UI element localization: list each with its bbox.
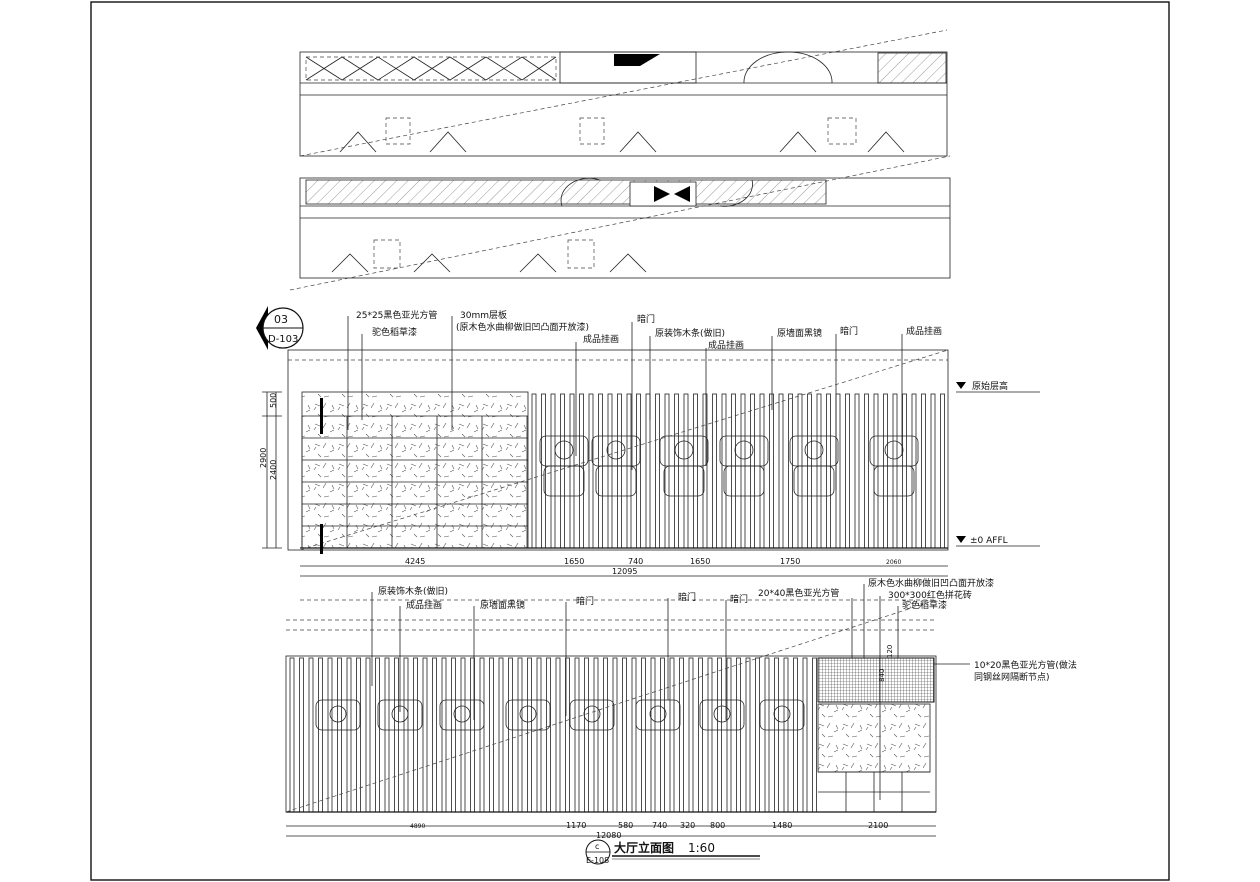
- note-lower-12: 同钢丝网隔断节点): [974, 671, 1050, 683]
- note-upper-9: 原墙面黑镜: [777, 327, 822, 339]
- vdim-2400: 2400: [269, 460, 278, 480]
- note-lower-5: 暗门: [678, 591, 696, 603]
- dim-4890: 4890: [410, 823, 425, 830]
- level-zero-label: ±0 AFFL: [970, 536, 1008, 546]
- note-lower-3: 原墙面黑镜: [480, 599, 525, 611]
- drawing-title-block: c E-108 大厅立面图 1:60: [585, 839, 760, 865]
- dim-1650a: 1650: [564, 557, 584, 566]
- note-lower-4: 暗门: [576, 595, 594, 607]
- dim-740: 740: [628, 557, 643, 566]
- note-lower-11: 10*20黑色亚光方管(做法: [974, 659, 1077, 671]
- dim-580: 580: [618, 821, 633, 830]
- title-tag-letter: c: [595, 842, 599, 851]
- sheet-border: [90, 1, 1170, 881]
- section-sheet: D-103: [268, 334, 298, 345]
- title-tag-sheet: E-108: [586, 856, 609, 865]
- note-lower-2: 成品挂画: [406, 599, 442, 611]
- note-upper-4: (原木色水曲柳做旧凹凸面开放漆): [456, 321, 589, 333]
- dim-1170: 1170: [566, 821, 586, 830]
- dim-800: 800: [710, 821, 725, 830]
- note-upper-5: 成品挂画: [583, 333, 619, 345]
- level-top-label: 原始层高: [972, 380, 1008, 392]
- vdim-120: 120: [886, 645, 894, 658]
- dim-total-upper: 12095: [612, 567, 637, 576]
- upper-elevation: 原始层高 ±0 AFFL 500 2400 2900 4245 1650 740…: [259, 309, 1040, 577]
- vdim-500: 500: [269, 393, 278, 408]
- dim-740b: 740: [652, 821, 667, 830]
- note-upper-11: 成品挂画: [906, 325, 942, 337]
- dim-4245: 4245: [405, 557, 425, 566]
- lower-elevation: 120 840 4890 1170 580 740 320 800 1480 2…: [285, 577, 1077, 840]
- dim-1750: 1750: [780, 557, 800, 566]
- section-marker: 03 D-103: [256, 306, 304, 350]
- vdim-840: 840: [878, 669, 886, 682]
- note-lower-1: 原装饰木条(做旧): [378, 585, 448, 597]
- plan-strip-2: [289, 155, 951, 291]
- drawing-scale: 1:60: [688, 841, 715, 855]
- note-upper-8: 成品挂画: [708, 339, 744, 351]
- vdim-2900: 2900: [259, 448, 268, 468]
- note-upper-2: 驼色稻草漆: [372, 326, 417, 338]
- note-lower-8: 原木色水曲柳做旧凹凸面开放漆: [868, 577, 994, 589]
- note-upper-10: 暗门: [840, 325, 858, 337]
- dim-1480: 1480: [772, 821, 792, 830]
- drawing-title: 大厅立面图: [614, 840, 674, 855]
- note-upper-1: 25*25黑色亚光方管: [356, 309, 437, 321]
- note-lower-9: 300*300红色拼花砖: [888, 589, 972, 601]
- note-upper-6: 暗门: [637, 313, 655, 325]
- note-upper-7: 原装饰木条(做旧): [655, 327, 725, 339]
- note-lower-10: 驼色稻草漆: [902, 599, 947, 611]
- note-lower-7: 20*40黑色亚光方管: [758, 587, 839, 599]
- dim-1650b: 1650: [690, 557, 710, 566]
- note-lower-6: 暗门: [730, 593, 748, 605]
- note-upper-3: 30mm层板: [460, 309, 507, 321]
- dim-320: 320: [680, 821, 695, 830]
- dim-2100: 2100: [868, 821, 888, 830]
- section-number: 03: [274, 313, 288, 326]
- dim-total-lower: 12080: [596, 831, 621, 840]
- dim-2060: 2060: [886, 559, 901, 566]
- plan-strip-1: [299, 29, 948, 157]
